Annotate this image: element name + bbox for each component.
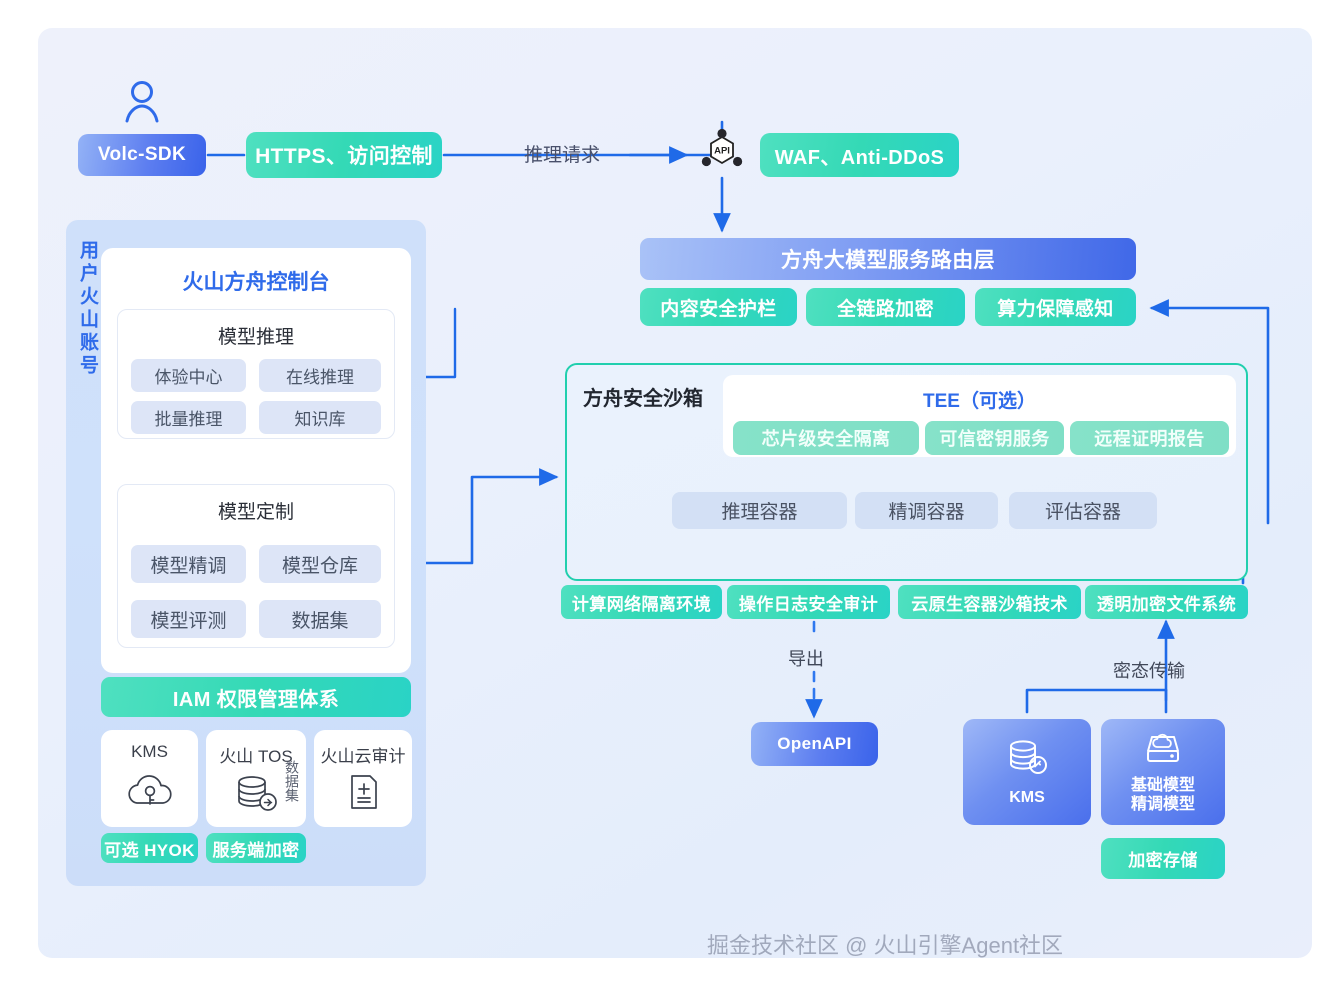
- database-icon: [206, 772, 306, 814]
- kms-card-label: KMS: [1009, 789, 1045, 806]
- base-chip-cloud-native-sandbox[interactable]: 云原生容器沙箱技术: [898, 585, 1081, 619]
- secure-transfer-label: 密态传输: [1113, 661, 1185, 681]
- tee-title: TEE（可选）: [923, 391, 1036, 412]
- router-chip-label: 内容安全护栏: [660, 298, 777, 320]
- service-card-cloud-audit[interactable]: 火山云审计: [314, 730, 412, 827]
- base-chip-operation-log-audit[interactable]: 操作日志安全审计: [727, 585, 890, 619]
- api-gateway-icon: API: [700, 128, 744, 174]
- svg-text:API: API: [714, 146, 730, 157]
- iam-permission-bar[interactable]: IAM 权限管理体系: [101, 677, 411, 717]
- router-chip-label: 算力保障感知: [997, 298, 1114, 320]
- service-card-title: 火山云审计: [320, 747, 406, 766]
- base-chip-label: 操作日志安全审计: [738, 594, 879, 614]
- nav-item-model-finetune[interactable]: 模型精调: [131, 545, 246, 583]
- tee-chip-label: 芯片级安全隔离: [761, 429, 891, 449]
- tee-chip-trusted-key-service[interactable]: 可信密钥服务: [925, 421, 1064, 455]
- nav-item-dataset[interactable]: 数据集: [259, 600, 381, 638]
- cloud-storage-icon: [1140, 731, 1186, 770]
- waf-antiddos-box[interactable]: WAF、Anti-DDoS: [760, 133, 959, 177]
- inference-request-label: 推理请求: [524, 145, 601, 166]
- router-chip-compute-assurance[interactable]: 算力保障感知: [975, 288, 1136, 326]
- model-card-line1: 基础模型: [1130, 776, 1195, 794]
- router-chip-content-guardrail[interactable]: 内容安全护栏: [640, 288, 797, 326]
- base-chip-label: 透明加密文件系统: [1096, 594, 1237, 614]
- user-account-vertical-label: 用户火山账号: [77, 240, 98, 378]
- https-access-control-box[interactable]: HTTPS、访问控制: [246, 132, 442, 178]
- tee-chip-label: 远程证明报告: [1094, 429, 1205, 449]
- tee-chip-chip-level-isolation[interactable]: 芯片级安全隔离: [733, 421, 919, 455]
- base-chip-transparent-encryption-fs[interactable]: 透明加密文件系统: [1085, 585, 1248, 619]
- openapi-label: OpenAPI: [777, 734, 852, 753]
- tee-chip-label: 可信密钥服务: [939, 429, 1050, 449]
- router-layer-bar: 方舟大模型服务路由层: [640, 238, 1136, 280]
- router-layer-title: 方舟大模型服务路由层: [781, 249, 995, 272]
- router-chip-full-link-encryption[interactable]: 全链路加密: [806, 288, 965, 326]
- nav-item-experience-center[interactable]: 体验中心: [131, 359, 246, 392]
- badge-label: 加密存储: [1128, 851, 1198, 870]
- model-card-line2: 精调模型: [1130, 795, 1195, 813]
- console-title: 火山方舟控制台: [182, 271, 330, 294]
- watermark: 掘金技术社区 @ 火山引擎Agent社区: [707, 933, 1064, 958]
- sandbox-title: 方舟安全沙箱: [583, 388, 703, 410]
- badge-label: 可选 HYOK: [104, 840, 195, 860]
- base-chip-label: 计算网络隔离环境: [571, 594, 712, 614]
- cloud-key-icon: [101, 772, 198, 810]
- volc-sdk-button[interactable]: Volc-SDK: [78, 134, 206, 176]
- https-label: HTTPS、访问控制: [255, 145, 433, 168]
- service-card-title: 火山 TOS: [219, 747, 293, 766]
- badge-encrypted-storage: 加密存储: [1101, 838, 1225, 879]
- nav-item-online-inference[interactable]: 在线推理: [259, 359, 381, 392]
- kms-storage-card[interactable]: KMS: [963, 719, 1091, 825]
- badge-server-side-encryption: 服务端加密: [206, 833, 306, 863]
- iam-label: IAM 权限管理体系: [172, 688, 340, 711]
- service-card-tos[interactable]: 火山 TOS: [206, 730, 306, 827]
- model-customization-title: 模型定制: [217, 502, 294, 523]
- nav-item-batch-inference[interactable]: 批量推理: [131, 401, 246, 434]
- dataset-vertical-label: 数据集: [284, 760, 300, 802]
- tee-chip-remote-attestation[interactable]: 远程证明报告: [1070, 421, 1229, 455]
- database-key-icon: [1004, 737, 1050, 782]
- export-label: 导出: [788, 649, 824, 669]
- router-chip-label: 全链路加密: [836, 298, 934, 320]
- user-avatar-icon: [118, 76, 166, 124]
- model-storage-card[interactable]: 基础模型 精调模型: [1101, 719, 1225, 825]
- nav-item-model-evaluation[interactable]: 模型评测: [131, 600, 246, 638]
- base-chip-network-isolation[interactable]: 计算网络隔离环境: [561, 585, 722, 619]
- badge-hyok: 可选 HYOK: [101, 833, 198, 863]
- container-evaluation[interactable]: 评估容器: [1009, 492, 1157, 529]
- service-card-title: KMS: [131, 742, 168, 761]
- service-card-kms[interactable]: KMS: [101, 730, 198, 827]
- model-inference-title: 模型推理: [217, 327, 294, 348]
- badge-label: 服务端加密: [212, 840, 300, 860]
- container-finetune[interactable]: 精调容器: [855, 492, 998, 529]
- nav-item-knowledge-base[interactable]: 知识库: [259, 401, 381, 434]
- waf-label: WAF、Anti-DDoS: [774, 146, 945, 169]
- volc-sdk-label: Volc-SDK: [97, 144, 187, 165]
- nav-item-model-repository[interactable]: 模型仓库: [259, 545, 381, 583]
- openapi-button[interactable]: OpenAPI: [751, 722, 878, 766]
- audit-document-icon: [314, 772, 412, 812]
- container-inference[interactable]: 推理容器: [672, 492, 847, 529]
- base-chip-label: 云原生容器沙箱技术: [911, 594, 1068, 614]
